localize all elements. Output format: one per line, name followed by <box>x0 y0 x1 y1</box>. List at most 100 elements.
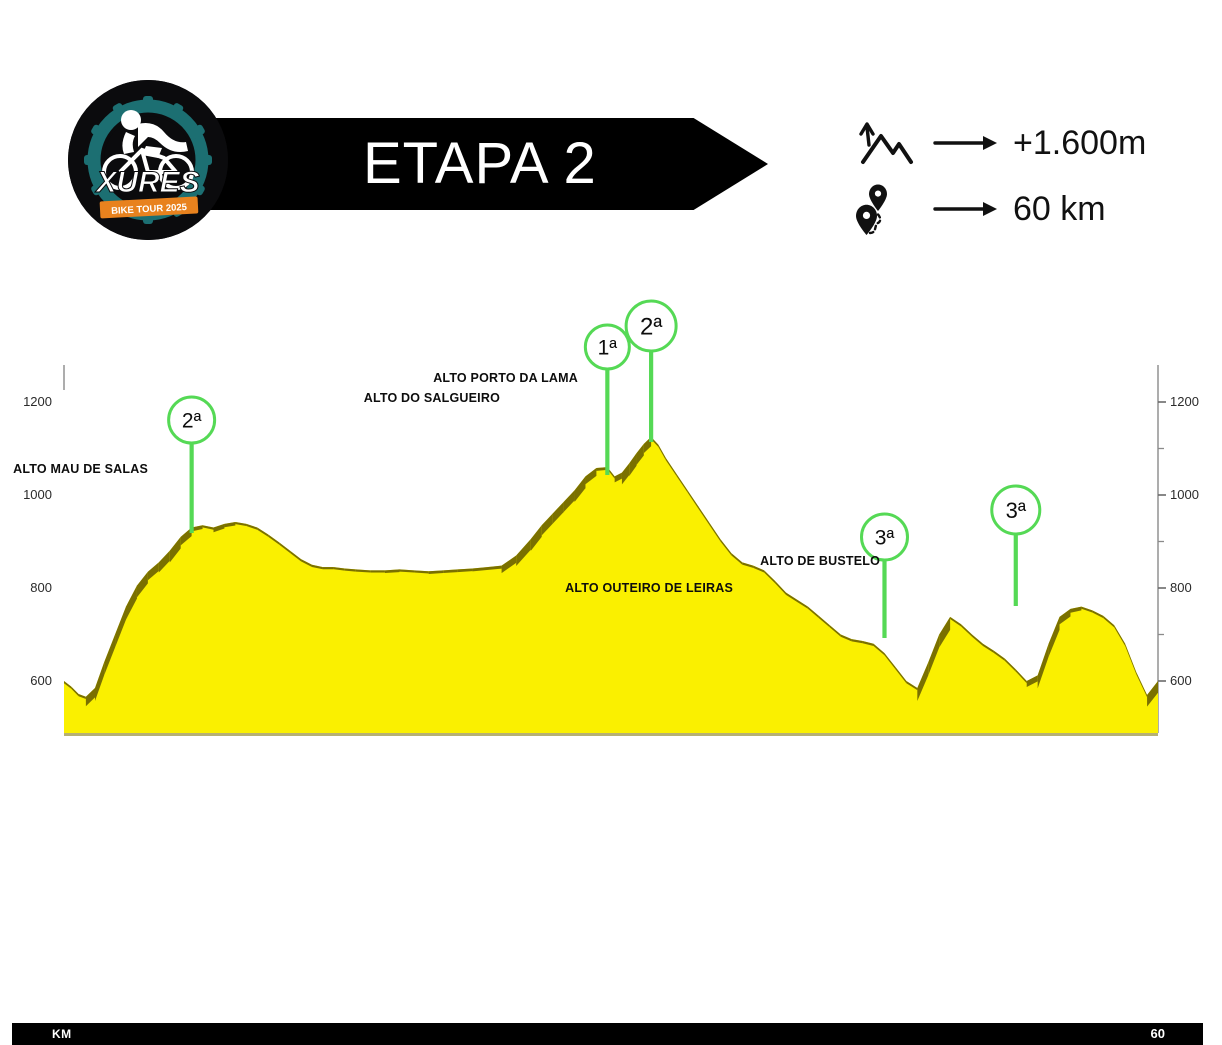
terrain-edge-segment <box>818 615 830 628</box>
event-logo-badge: XURES BIKE TOUR 2025 <box>68 80 228 240</box>
terrain-edge-segment <box>1059 608 1071 625</box>
terrain-edge-segment <box>370 570 385 573</box>
mountain-biker-icon <box>102 110 194 190</box>
summit-category-label: 2ª <box>640 314 662 341</box>
terrain-edge-segment <box>928 634 940 676</box>
elevation-gain-value: +1.600m <box>1013 124 1147 162</box>
xures-logo-icon: XURES BIKE TOUR 2025 <box>68 80 228 240</box>
terrain-edge-segment <box>563 490 575 513</box>
terrain-edge-segment <box>1114 625 1126 646</box>
terrain-edge-segment <box>552 501 564 524</box>
terrain-edge-segment <box>1092 610 1104 619</box>
terrain-edge-segment <box>1026 675 1038 687</box>
terrain-edge-segment <box>487 565 502 570</box>
terrain-edge-segment <box>950 616 962 627</box>
terrain-edge-segment <box>731 553 743 565</box>
terrain-edge-segment <box>753 565 765 573</box>
terrain-edge-segment <box>1103 615 1115 628</box>
terrain-edge-segment <box>384 569 400 574</box>
terrain-edge-segment <box>136 571 148 598</box>
terrain-edge-segment <box>629 453 637 477</box>
terrain-edge-segment <box>775 581 787 595</box>
terrain-edge-segment <box>585 468 597 485</box>
summit-category-label: 3ª <box>875 527 895 550</box>
terrain-edge-segment <box>687 490 699 509</box>
terrain-edge-segment <box>169 536 181 563</box>
terrain-edge-segment <box>95 662 105 701</box>
stat-elevation-gain: +1.600m <box>855 112 1146 174</box>
terrain-edge-segment <box>658 444 666 460</box>
terrain-edge-segment <box>180 527 192 546</box>
terrain-edge-segment <box>676 474 688 493</box>
terrain-edge-segment <box>78 694 86 700</box>
mountain-ascent-icon <box>859 122 913 164</box>
terrain-edge-segment <box>268 534 280 545</box>
terrain-edge-segment <box>596 467 608 471</box>
terrain-edge-segment <box>344 568 356 572</box>
summit-name-label: ALTO DO SALGUEIRO <box>364 391 500 405</box>
terrain-edge-segment <box>862 641 874 646</box>
terrain-edge-segment <box>85 687 95 707</box>
terrain-edge-segment <box>851 639 863 644</box>
y-axis-tick-right: 800 <box>1170 580 1192 595</box>
terrain-edge-segment <box>202 525 214 530</box>
terrain-edge-segment <box>895 667 907 684</box>
terrain-edge-segment <box>1037 643 1049 689</box>
terrain-edge-segment <box>829 625 841 637</box>
terrain-edge-segment <box>1015 669 1027 684</box>
terrain-edge-segment <box>574 476 586 503</box>
terrain-edge-segment <box>1147 681 1158 707</box>
y-axis-tick-right: 1200 <box>1170 394 1199 409</box>
terrain-edge-segment <box>158 550 170 573</box>
terrain-edge-segment <box>939 616 951 648</box>
km-start-label: KM <box>52 1027 72 1041</box>
terrain-edge-segment <box>125 585 137 620</box>
y-axis-tick-left: 800 <box>30 580 52 595</box>
terrain-edge-segment <box>399 569 415 573</box>
y-axis-tick-right: 1000 <box>1170 487 1199 502</box>
summit-name-label: ALTO DE BUSTELO <box>760 554 880 568</box>
terrain-edge-segment <box>71 686 79 697</box>
terrain-edge-segment <box>873 643 885 656</box>
terrain-area <box>64 436 1158 736</box>
terrain-edge-segment <box>213 523 225 533</box>
terrain-edge-segment <box>501 555 517 574</box>
terrain-edge-segment <box>104 634 116 676</box>
km-axis-bar: KM 60 <box>12 1023 1203 1045</box>
summit-name-label: ALTO PORTO DA LAMA <box>433 371 578 385</box>
terrain-edge-segment <box>764 570 776 584</box>
terrain-edge-segment <box>279 542 291 553</box>
terrain-edge-segment <box>355 569 371 573</box>
logo-tagline-text: BIKE TOUR 2025 <box>111 202 188 217</box>
terrain-edge-segment <box>290 550 302 562</box>
terrain-edge-segment <box>472 567 488 572</box>
stage-title-banner: ETAPA 2 <box>148 118 768 210</box>
terrain-edge-segment <box>807 606 819 619</box>
terrain-edge-segment <box>333 567 345 571</box>
terrain-edge-segment <box>698 506 710 526</box>
terrain-edge-segment <box>541 513 553 536</box>
terrain-edge-segment <box>115 606 126 648</box>
terrain-edge-segment <box>64 681 72 689</box>
terrain-edge-segment <box>257 527 269 537</box>
terrain-edge-segment <box>443 569 458 574</box>
terrain-edge-segment <box>972 634 983 646</box>
terrain-edge-segment <box>428 570 444 574</box>
terrain-edge-segment <box>322 567 334 570</box>
y-axis-tick-right: 600 <box>1170 673 1192 688</box>
terrain-edge-segment <box>147 562 159 581</box>
terrain-edge-segment <box>709 522 721 542</box>
terrain-fill <box>64 436 1158 733</box>
terrain-edge-segment <box>614 472 622 483</box>
terrain-edge-segment <box>246 523 258 530</box>
terrain-edge-segment <box>1136 671 1148 698</box>
terrain-edge-segment <box>796 599 808 609</box>
